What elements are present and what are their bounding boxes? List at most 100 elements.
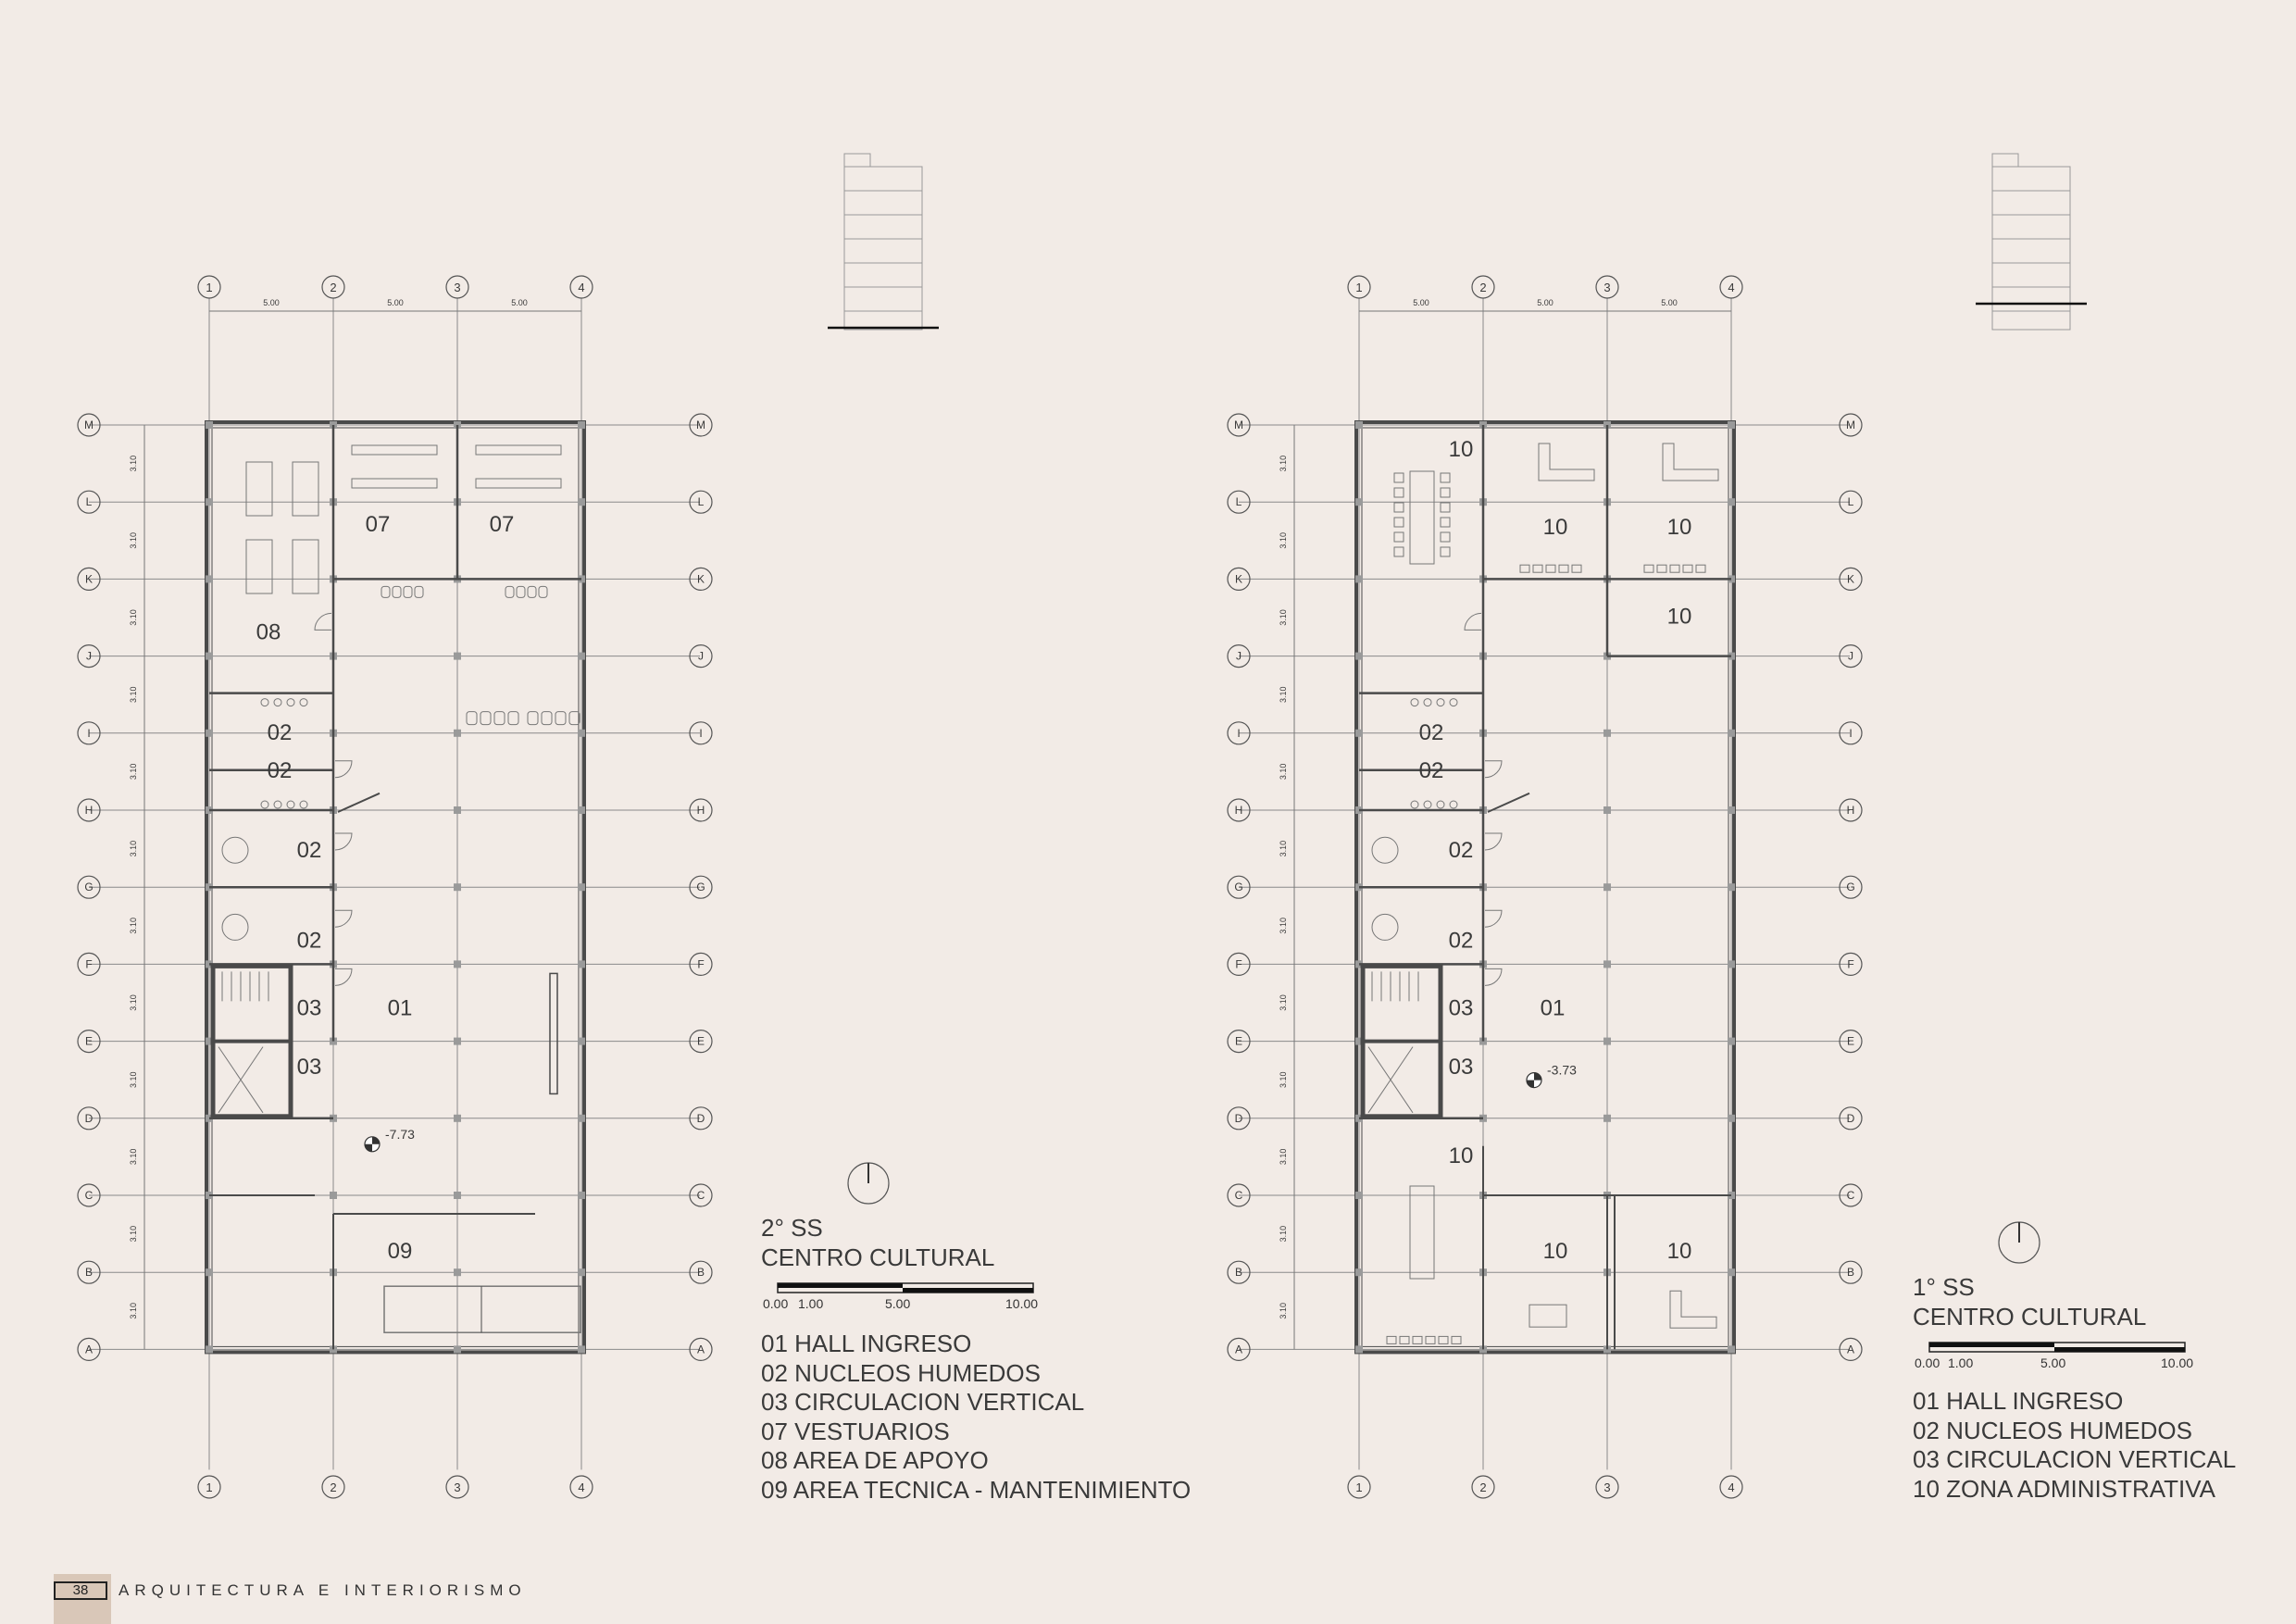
axis-bubble: [77, 1260, 101, 1284]
room-tag: 10: [1449, 1143, 1474, 1168]
cabinet: [1386, 1335, 1397, 1344]
axis-label: C: [85, 1189, 94, 1202]
axis-bubble: [1227, 1260, 1251, 1284]
axis-label: G: [1234, 881, 1242, 893]
fixture: [1371, 836, 1399, 864]
chair: [1393, 517, 1404, 528]
locker-bank: [475, 444, 562, 456]
axis-bubble: [1471, 275, 1495, 299]
structural-column: [578, 729, 585, 737]
bench-seat: [414, 585, 424, 598]
structural-column: [1603, 1037, 1611, 1045]
axis-bubble: [689, 721, 713, 745]
axis-label: J: [1848, 650, 1853, 663]
legend-item: 02 NUCLEOS HUMEDOS: [761, 1358, 1041, 1387]
axis-bubble: [689, 1106, 713, 1131]
entrance-frame: [549, 972, 558, 1095]
room-tag: 07: [366, 512, 391, 537]
structural-column: [1355, 421, 1363, 429]
axis-bubble: [77, 413, 101, 437]
fixture: [1423, 698, 1432, 707]
structural-column: [206, 498, 213, 506]
dimension-label: 5.00: [263, 298, 280, 307]
axis-bubble: [689, 490, 713, 514]
equipment-tank: [383, 1285, 581, 1333]
structural-column: [1603, 806, 1611, 814]
structural-column: [206, 575, 213, 583]
structural-column: [454, 729, 461, 737]
cabinet: [1669, 564, 1680, 573]
cabinet: [1532, 564, 1543, 573]
diagonal-door: [337, 792, 381, 813]
room-tag: 08: [256, 619, 281, 644]
axis-label: M: [84, 418, 94, 431]
level-label: -7.73: [385, 1127, 415, 1142]
key-section-outline: [843, 166, 923, 331]
axis-label: D: [85, 1112, 94, 1125]
level-marker-fill: [1527, 1080, 1534, 1088]
axis-bubble: [1227, 1106, 1251, 1131]
legend-item: 08 AREA DE APOYO: [761, 1446, 989, 1474]
fixture: [1436, 800, 1445, 809]
structural-column: [578, 960, 585, 968]
dimension-label: 3.10: [129, 1149, 138, 1166]
chair: [1440, 531, 1451, 543]
structural-column: [1603, 729, 1611, 737]
structural-column: [1728, 421, 1735, 429]
axis-bubble: [1227, 1337, 1251, 1362]
axis-label: K: [85, 572, 93, 585]
axis-bubble: [1839, 643, 1863, 668]
structural-column: [1603, 960, 1611, 968]
axis-bubble: [1839, 1106, 1863, 1131]
level-label: -3.73: [1547, 1063, 1577, 1078]
scale-label: 5.00: [2040, 1355, 2066, 1370]
axis-bubble: [1595, 275, 1619, 299]
axis-label: F: [85, 957, 92, 970]
axis-bubble: [77, 1106, 101, 1131]
axis-label: 4: [578, 1480, 584, 1494]
dimension-label: 3.10: [129, 841, 138, 857]
axis-bubble: [689, 875, 713, 899]
office-desk: [1529, 1304, 1567, 1328]
fixture: [260, 800, 269, 809]
fixture: [299, 800, 308, 809]
room-tag: 02: [1419, 720, 1444, 745]
axis-label: B: [1847, 1266, 1854, 1279]
chair: [1440, 502, 1451, 513]
axis-bubble: [77, 1337, 101, 1362]
dimension-label: 5.00: [1661, 298, 1678, 307]
fixture: [1449, 698, 1458, 707]
office-desk: [1662, 443, 1719, 481]
axis-label: 2: [1479, 281, 1486, 294]
axis-bubble: [77, 1029, 101, 1054]
dimension-label: 3.10: [129, 532, 138, 549]
scale-label: 0.00: [1915, 1355, 1940, 1370]
axis-bubble: [1719, 1475, 1743, 1499]
structural-column: [578, 421, 585, 429]
axis-label: G: [1846, 881, 1854, 893]
axis-label: B: [697, 1266, 705, 1279]
scale-label: 1.00: [798, 1296, 824, 1311]
structural-column: [454, 1114, 461, 1122]
work-table: [292, 539, 319, 594]
axis-label: 2: [330, 281, 336, 294]
axis-label: J: [1236, 650, 1242, 663]
door-swing: [334, 760, 353, 779]
scale-bar-segment: [1929, 1343, 1955, 1347]
bench-seat: [516, 585, 526, 598]
door-swing: [314, 612, 332, 631]
structural-column: [1355, 1192, 1363, 1199]
legend-item: 01 HALL INGRESO: [1913, 1387, 2124, 1415]
axis-bubble: [1839, 1260, 1863, 1284]
axis-label: D: [1847, 1112, 1855, 1125]
axis-bubble: [77, 798, 101, 822]
structural-column: [1728, 960, 1735, 968]
room-tag: 01: [388, 996, 413, 1021]
axis-label: 2: [1479, 1480, 1486, 1494]
cabinet: [1558, 564, 1569, 573]
locker-bank: [351, 444, 438, 456]
axis-bubble: [1839, 567, 1863, 592]
